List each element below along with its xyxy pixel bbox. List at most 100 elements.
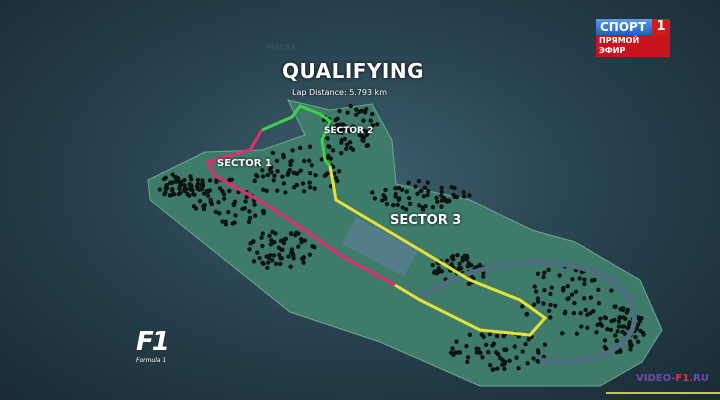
tree [487, 331, 493, 337]
tree [298, 168, 303, 173]
channel-name: СПОРТ [596, 19, 652, 36]
tree [602, 338, 608, 343]
tree [281, 240, 287, 246]
tree [479, 332, 485, 337]
tree [217, 211, 222, 216]
sector-3-label: SECTOR 3 [390, 213, 462, 228]
tree [362, 110, 368, 115]
tree [455, 253, 460, 258]
tree [436, 267, 441, 273]
tree [208, 200, 214, 205]
tree [277, 252, 282, 257]
tree [457, 350, 463, 355]
tree [495, 366, 500, 371]
tree [609, 318, 614, 324]
watermark-part3: .RU [689, 373, 709, 384]
tree [396, 185, 402, 191]
tree [434, 195, 439, 200]
tree [406, 180, 411, 186]
tree [275, 188, 280, 193]
tree [307, 252, 313, 257]
tree [319, 157, 325, 162]
tree [271, 253, 277, 258]
tree [344, 146, 349, 152]
tree [372, 196, 378, 201]
tree [286, 254, 291, 259]
tree [490, 367, 495, 372]
tree [502, 361, 507, 367]
tree [541, 301, 546, 306]
tree [449, 262, 454, 267]
tree [338, 151, 344, 156]
watermark-part2: F1 [675, 373, 690, 384]
tree [450, 346, 455, 351]
tree [419, 188, 424, 193]
tree [266, 260, 271, 265]
tree [342, 136, 348, 142]
tree [404, 207, 409, 212]
tree [368, 127, 374, 133]
tree [273, 231, 278, 236]
tree [301, 158, 307, 164]
tree [552, 303, 558, 308]
tree [331, 129, 336, 134]
tree [439, 189, 444, 195]
tree [220, 219, 225, 224]
tree [548, 291, 553, 297]
tree [270, 150, 276, 156]
tree [308, 171, 313, 176]
watermark-underline [606, 392, 720, 394]
tree [232, 199, 238, 204]
tree [535, 348, 541, 353]
tree [467, 332, 473, 338]
tree [520, 349, 525, 354]
tree [460, 258, 465, 263]
tree [616, 319, 622, 325]
tree [196, 186, 201, 192]
tree [205, 193, 211, 199]
tree [252, 202, 257, 207]
tree [189, 183, 194, 189]
session-title: QUALIFYING [282, 59, 425, 83]
tree [603, 315, 609, 321]
tree [173, 179, 178, 184]
tree [565, 283, 571, 289]
tree [481, 274, 486, 279]
tree [598, 316, 603, 322]
tree [325, 136, 330, 141]
tree [620, 324, 625, 329]
tree [486, 350, 491, 355]
tree [309, 163, 314, 168]
tree [348, 128, 354, 134]
tree [426, 188, 431, 194]
tree [533, 289, 539, 294]
tree [247, 215, 253, 221]
tree [291, 253, 296, 258]
tree [493, 350, 499, 355]
tree [561, 285, 566, 291]
tree [368, 118, 373, 123]
tree [177, 184, 182, 189]
lap-distance: Lap Distance: 5.793 km [292, 88, 388, 97]
tree [307, 185, 313, 190]
tree [469, 262, 474, 268]
sector-1-label: SECTOR 1 [217, 158, 272, 169]
tree [301, 189, 307, 194]
tree [278, 261, 283, 267]
tree [393, 186, 398, 191]
tree [253, 172, 259, 178]
tree [621, 305, 626, 311]
tree [581, 296, 587, 301]
tree [252, 213, 258, 218]
tree [536, 359, 541, 364]
tree [582, 277, 587, 282]
tree [488, 363, 493, 368]
tree [416, 178, 422, 184]
tree [291, 170, 297, 176]
tree [569, 292, 575, 297]
tree [548, 302, 553, 308]
tree [454, 339, 459, 344]
tree [266, 255, 272, 260]
tree [204, 188, 209, 194]
tree [557, 273, 562, 278]
